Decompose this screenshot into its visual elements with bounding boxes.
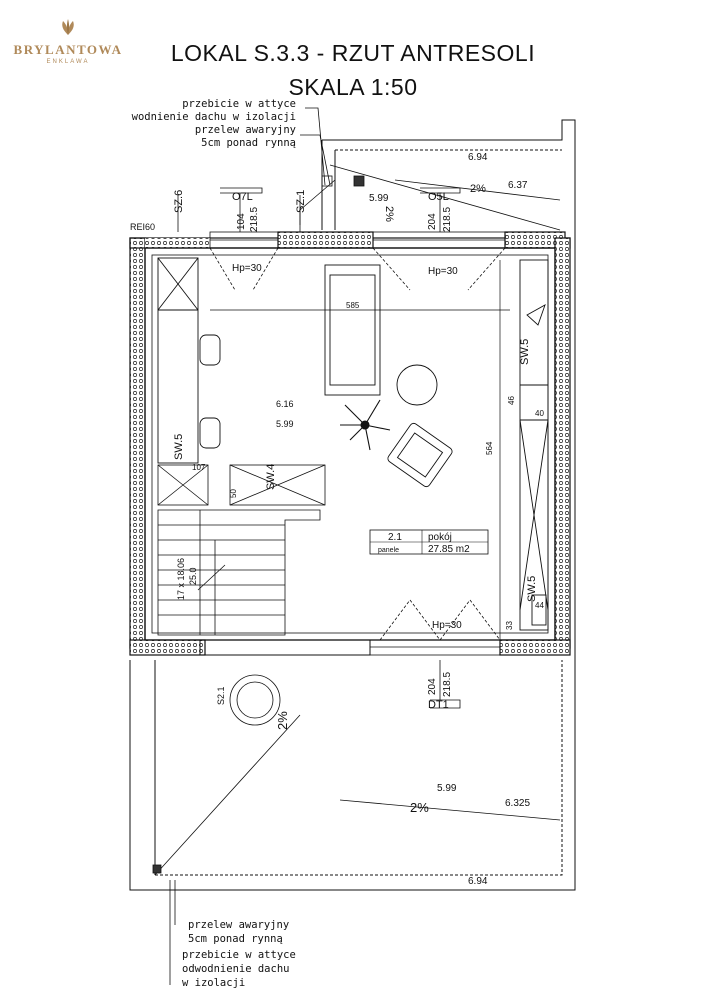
note-bottom-3: przebicie w attyce [182,949,296,961]
dim-2185-c: 218.5 [442,672,453,697]
room-area: 27.85 m2 [428,544,470,555]
label-sw4: SW.4 [265,464,277,490]
roof-outline [129,119,576,891]
label-rei60: REI60 [130,222,155,232]
dim-585: 585 [346,301,360,310]
room-number: 2.1 [388,532,402,543]
plant-icon [340,399,391,451]
note-bottom-2: 5cm ponad rynną [188,933,283,945]
label-sw5-left: SW.5 [173,434,185,460]
level-599-in: 5.99 [276,419,294,429]
level-599-terrace: 5.99 [437,783,457,794]
room-label: 2.1 pokój panele 27.85 m2 [369,529,489,555]
label-sz1: SZ.1 [295,190,307,213]
dim-50: 50 [229,489,238,498]
dim-44: 44 [535,601,544,610]
title-line-2: SKALA 1:50 [288,74,418,100]
page-title: LOKAL S.3.3 - RZUT ANTRESOLI SKALA 1:50 [138,36,568,104]
note-bottom-4: odwodnienie dachu [182,963,289,975]
label-sz6: SZ.6 [173,190,185,213]
room-name: pokój [428,532,452,543]
hp-label-3: Hp=30 [432,620,462,631]
slope-2: 2% [383,206,395,222]
label-sw5-right-bottom: SW.5 [526,576,538,602]
coffee-table [396,364,438,406]
label-s27: S2.1 [216,686,226,705]
logo-subtitle: ENKLAWA [46,59,90,65]
armchair [387,422,453,488]
dim-104: 104 [236,213,247,230]
title-line-1: LOKAL S.3.3 - RZUT ANTRESOLI [170,40,536,66]
level-694-top: 6.94 [468,152,488,163]
notes-top: przebicie w attyce wodnienie dachu w izo… [132,98,296,149]
brand-logo: BRYLANTOWA ENKLAWA [10,18,126,65]
label-dt1: DT1 [428,699,449,711]
stairs-label: 17 x 18.06 [176,558,186,600]
dim-2185-a: 218.5 [249,207,260,232]
note-top-4: 5cm ponad rynną [201,137,296,149]
level-599-top: 5.99 [369,193,389,204]
hp-label-2: Hp=30 [428,266,458,277]
level-694-bottom: 6.94 [468,876,488,887]
dim-46: 46 [507,396,516,405]
stairs [157,464,326,636]
dim-40: 40 [535,409,544,418]
notes-bottom: przelew awaryjny 5cm ponad rynną przebic… [182,919,296,989]
level-6325: 6.325 [505,798,530,809]
dim-204-a: 204 [427,213,438,230]
slope-1: 2% [470,183,486,195]
dim-564: 564 [485,441,494,455]
exterior-walls [129,231,571,656]
level-616: 6.16 [276,399,294,409]
sofa [324,264,381,396]
dim-2185-b: 218.5 [442,207,453,232]
windows [209,231,506,656]
level-637: 6.37 [508,180,528,191]
label-o5l: O5L [428,191,449,203]
slope-3: 2% [275,711,290,730]
note-top-2: wodnienie dachu w izolacji [132,111,296,123]
kitchen-counter [157,257,221,464]
note-bottom-1: przelew awaryjny [188,919,289,931]
hp-label-1: Hp=30 [232,263,262,274]
note-bottom-5: w izolacji [182,977,245,989]
dim-204-c: 204 [427,678,438,695]
right-wardrobe [519,259,549,631]
leaf-icon [62,19,74,35]
label-sw5-right-top: SW.5 [519,339,531,365]
note-top-3: przelew awaryjny [195,124,296,136]
plan-labels: SZ.6 SZ.1 O7L O5L REI60 104 218.5 204 21… [130,152,544,887]
dim-33: 33 [505,621,514,630]
stairs-label-2: 25.0 [188,567,198,585]
note-top-1: przebicie w attyce [182,98,296,110]
terrace-lines [154,164,561,876]
label-o7l: O7L [232,191,253,203]
logo-name: BRYLANTOWA [13,42,123,57]
slope-4: 2% [410,800,429,815]
room-floor: panele [378,547,399,554]
tag-lines [152,107,461,985]
dim-107: 107 [192,463,206,472]
